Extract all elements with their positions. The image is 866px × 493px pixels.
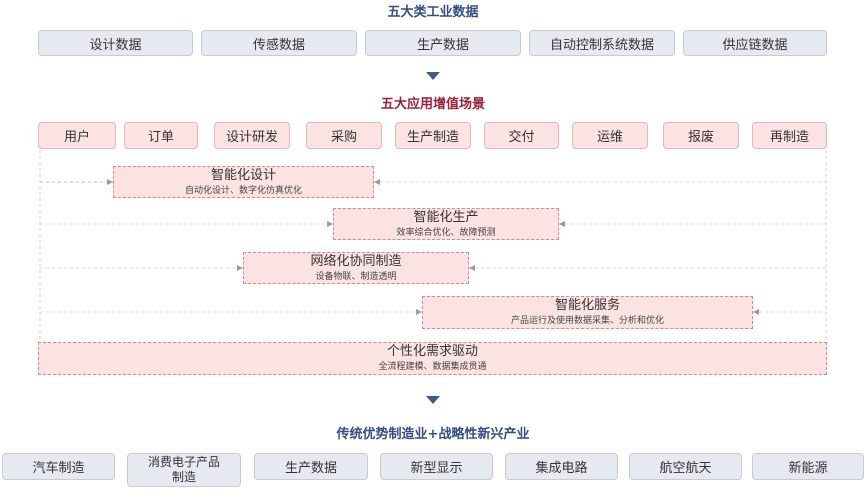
scenario-subtitle: 设备物联、制造透明 [315, 271, 397, 282]
scenario-title: 智能化服务 [554, 298, 620, 313]
scenario-subtitle: 效率综合优化、故障预测 [396, 227, 496, 238]
arrowhead-icon [237, 265, 243, 271]
scenarios-title: 五大应用增值场景 [380, 97, 485, 112]
scenario-smart-design: 智能化设计 自动化设计、数字化仿真优化 [113, 166, 374, 198]
scenario-subtitle: 全流程建模、数据集成贯通 [378, 362, 487, 372]
stage-manufacturing: 生产制造 [395, 122, 471, 149]
stage-delivery: 交付 [484, 122, 559, 149]
scenario-subtitle: 产品运行及使用数据采集、分析和优化 [510, 316, 664, 326]
arrowhead-icon [469, 265, 475, 271]
data-type-supply-chain: 供应链数据 [683, 30, 827, 56]
industry-automotive: 汽车制造 [2, 453, 115, 480]
scenario-title: 智能化生产 [413, 209, 479, 225]
arrowhead-icon [753, 309, 759, 315]
industry-integrated-circuit: 集成电路 [505, 453, 618, 480]
stage-scrap: 报废 [663, 122, 739, 149]
industry-new-energy: 新能源 [752, 453, 864, 480]
industry-new-display: 新型显示 [380, 453, 493, 480]
industrial-data-title: 五大类工业数据 [387, 5, 479, 20]
industries-title: 传统优势制造业+战略性新兴产业 [336, 427, 530, 442]
stage-user: 用户 [38, 122, 116, 149]
industry-consumer-electronics: 消费电子产品 制造 [127, 453, 241, 487]
scenario-smart-service: 智能化服务 产品运行及使用数据采集、分析和优化 [422, 296, 753, 329]
data-type-production: 生产数据 [365, 30, 521, 56]
stage-order: 订单 [124, 122, 198, 149]
stage-remanufacturing: 再制造 [752, 122, 827, 149]
scenario-smart-production: 智能化生产 效率综合优化、故障预测 [333, 208, 559, 240]
down-arrow-icon [426, 72, 440, 80]
arrowhead-icon [559, 221, 565, 227]
scenario-title: 个性化需求驱动 [386, 344, 478, 359]
arrowhead-icon [374, 179, 380, 185]
industry-aerospace: 航空航天 [629, 453, 742, 480]
data-type-design: 设计数据 [38, 30, 193, 56]
scenario-title: 网络化协同制造 [310, 253, 402, 269]
stage-operation: 运维 [572, 122, 648, 149]
scenario-title: 智能化设计 [210, 167, 276, 183]
down-arrow-icon [426, 396, 440, 404]
data-type-sensing: 传感数据 [201, 30, 357, 56]
stage-design-rd: 设计研发 [214, 122, 290, 149]
industry-production-data: 生产数据 [254, 453, 368, 480]
scenario-subtitle: 自动化设计、数字化仿真优化 [184, 185, 302, 196]
data-type-automation: 自动控制系统数据 [529, 30, 675, 56]
arrowhead-icon [416, 309, 422, 315]
stage-procurement: 采购 [306, 122, 382, 149]
scenario-personalized-demand: 个性化需求驱动 全流程建模、数据集成贯通 [38, 342, 827, 375]
arrowhead-icon [327, 221, 333, 227]
arrowhead-icon [107, 179, 113, 185]
scenario-networked-manufacturing: 网络化协同制造 设备物联、制造透明 [243, 252, 469, 284]
